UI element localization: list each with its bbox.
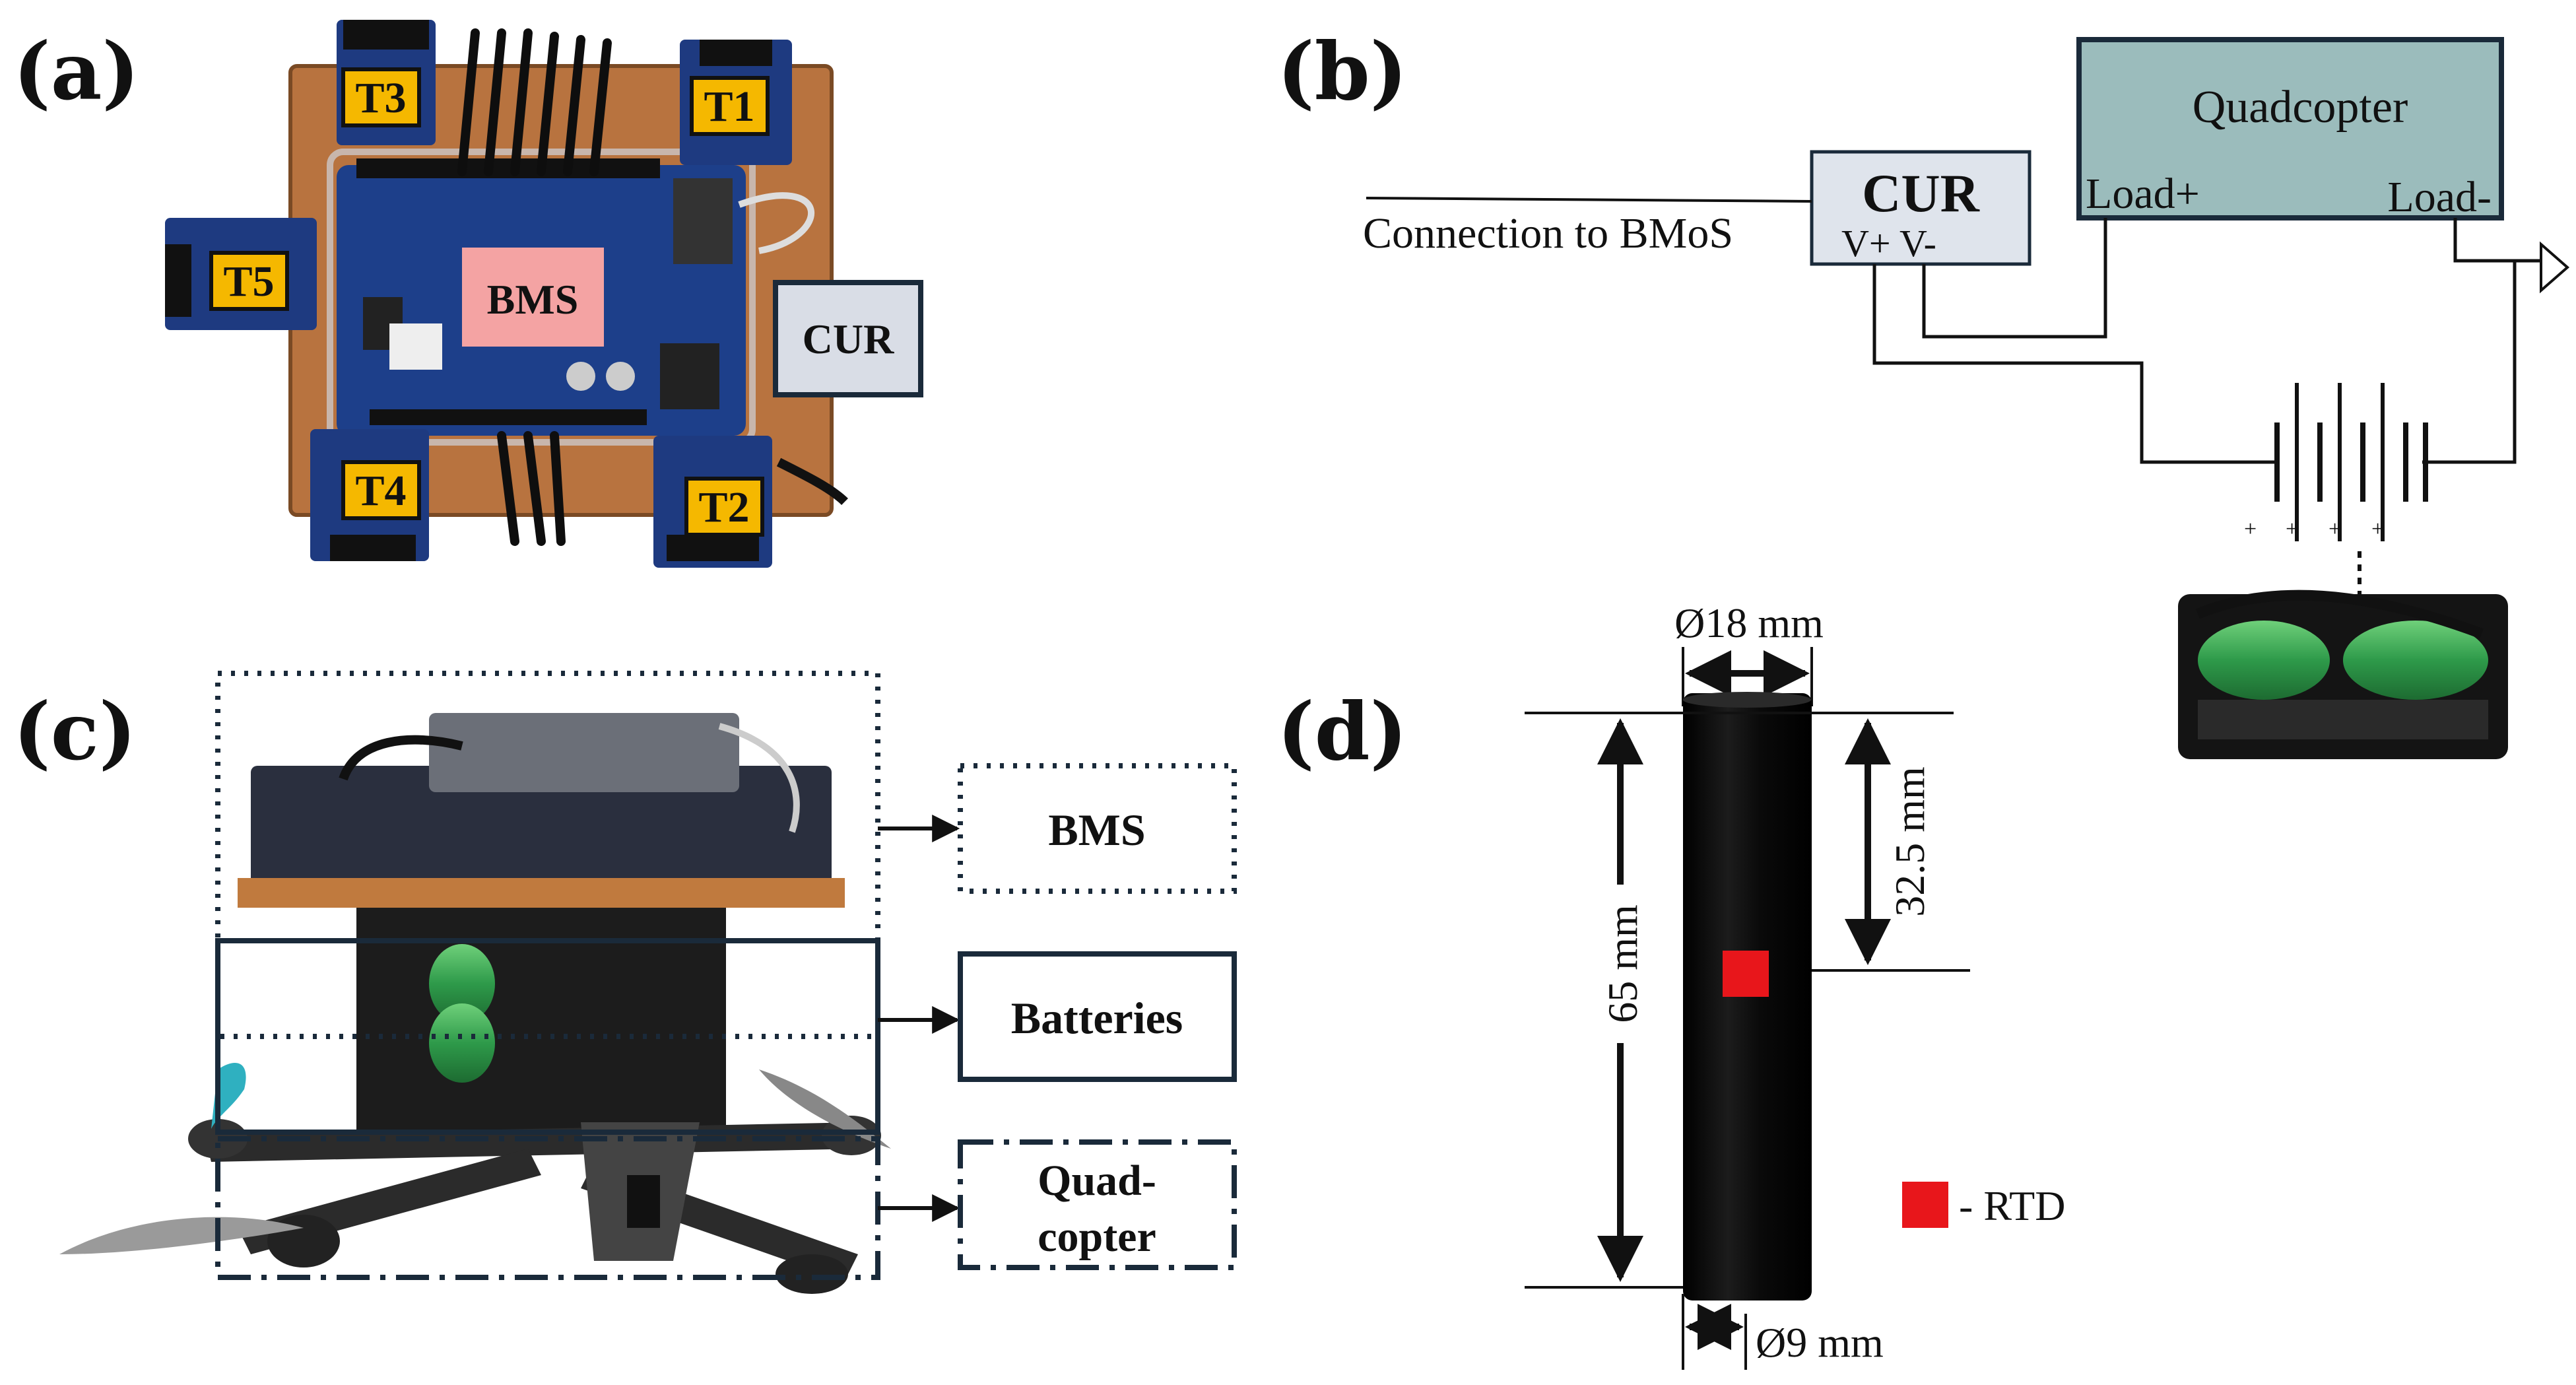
tag-t4: T4 xyxy=(341,460,421,520)
svg-text:T1: T1 xyxy=(704,83,754,131)
svg-text:+: + xyxy=(2244,517,2257,541)
diameter-bottom-label: Ø9 mm xyxy=(1756,1319,1884,1366)
panel-d: (d) Ø18 mm 65 mm 32.5 mm Ø9 mm - RTD xyxy=(1277,599,2065,1370)
tag-t3: T3 xyxy=(341,67,421,127)
rtd-legend-label: - RTD xyxy=(1959,1182,2065,1229)
panel-b-label: (b) xyxy=(1277,25,1407,118)
ground-symbol xyxy=(2540,241,2570,294)
svg-text:T2: T2 xyxy=(698,483,749,531)
svg-text:T4: T4 xyxy=(355,467,406,515)
panel-d-label: (d) xyxy=(1277,685,1407,778)
svg-text:+: + xyxy=(2328,517,2341,541)
tag-t1: T1 xyxy=(690,76,770,136)
panel-c-label: (c) xyxy=(13,685,137,778)
drone-photo xyxy=(59,713,891,1294)
svg-text:copter: copter xyxy=(1038,1213,1156,1261)
bms-box: BMS xyxy=(462,248,604,347)
svg-text:Load-: Load- xyxy=(2387,173,2492,221)
svg-text:CUR: CUR xyxy=(1862,163,1979,223)
diameter-top-label: Ø18 mm xyxy=(1674,599,1824,646)
svg-text:CUR: CUR xyxy=(803,316,894,362)
svg-text:Load+: Load+ xyxy=(2086,170,2200,218)
tag-t5: T5 xyxy=(209,251,289,311)
battery-pack-photo xyxy=(2178,590,2508,759)
length-label: 65 mm xyxy=(1599,904,1646,1023)
svg-text:V+ V-: V+ V- xyxy=(1841,222,1936,265)
svg-text:BMS: BMS xyxy=(1048,805,1145,855)
half-length-label: 32.5 mm xyxy=(1886,766,1933,917)
rtd-legend-swatch xyxy=(1902,1182,1948,1228)
svg-text:T5: T5 xyxy=(223,257,274,306)
cur-sensor-box: CUR V+ V- xyxy=(1810,150,2031,266)
svg-text:+: + xyxy=(2286,517,2298,541)
svg-text:Quadcopter: Quadcopter xyxy=(2193,82,2408,133)
bms-label-box: BMS xyxy=(958,763,1237,894)
svg-text:T3: T3 xyxy=(355,74,406,122)
tag-t2: T2 xyxy=(684,477,764,537)
panel-a: (a) xyxy=(13,20,923,568)
svg-text:+: + xyxy=(2371,517,2384,541)
rtd-sensor xyxy=(1723,951,1769,997)
connection-label: Connection to BMoS xyxy=(1363,209,1733,257)
cur-box: CUR xyxy=(773,280,923,397)
bmos-connection-line xyxy=(1366,197,1812,203)
cell-polarity-signs: + + + + xyxy=(2244,517,2384,541)
quadcopter-box: Quadcopter Load+ Load- xyxy=(2076,37,2504,221)
batteries-region-frame xyxy=(215,938,880,1135)
quadcopter-label-box: Quad- copter xyxy=(958,1139,1237,1270)
svg-text:Quad-: Quad- xyxy=(1038,1157,1156,1205)
bms-region-frame xyxy=(215,671,880,1039)
battery-symbol xyxy=(2274,383,2428,541)
batteries-label-box: Batteries xyxy=(958,951,1237,1082)
panel-b: (b) Quadcopter Load+ Load- CUR V+ V- Con… xyxy=(1277,25,2570,759)
panel-a-label: (a) xyxy=(13,25,139,118)
circuit-wiring xyxy=(1872,218,2541,464)
svg-text:Batteries: Batteries xyxy=(1011,993,1183,1043)
svg-text:BMS: BMS xyxy=(487,276,579,323)
panel-c: (c) xyxy=(13,671,1237,1294)
